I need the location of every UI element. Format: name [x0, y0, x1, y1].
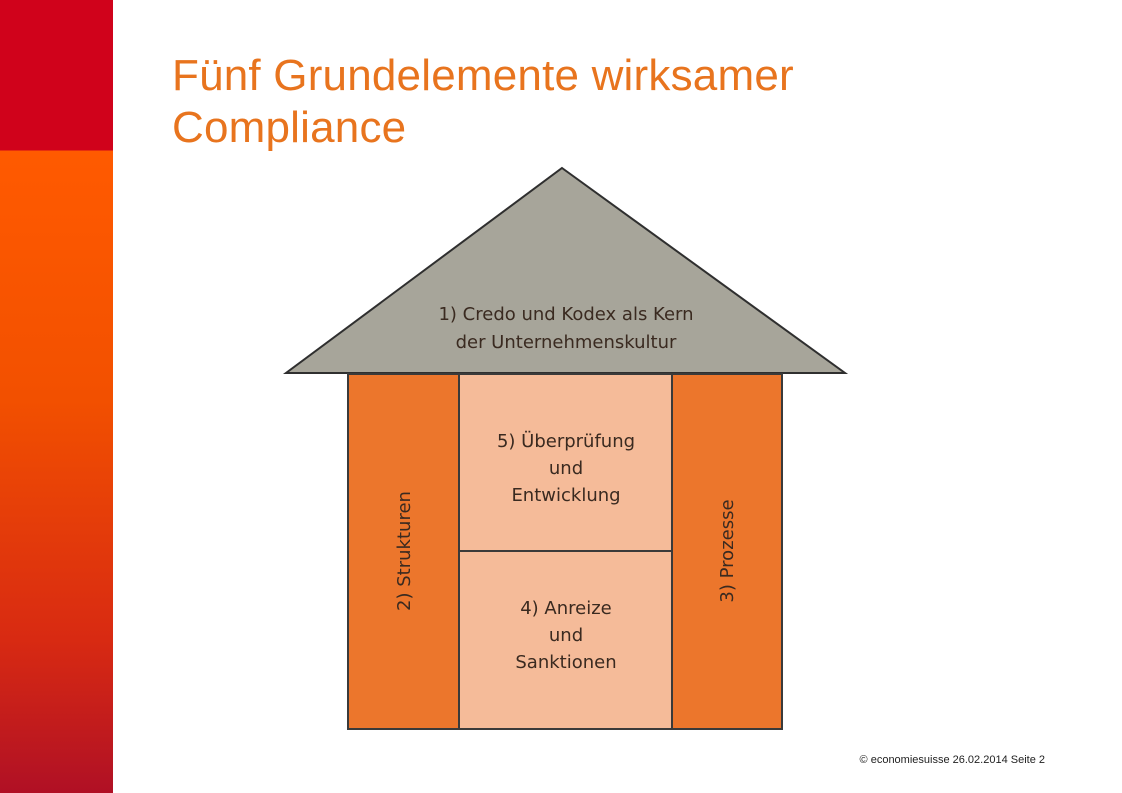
pillar-processes [671, 373, 783, 730]
roof-label-line-1: 1) Credo und Kodex als Kern [438, 304, 693, 325]
block-review-line-3: Entwicklung [511, 485, 620, 506]
block-incentives-line-2: und [549, 625, 583, 646]
slide-title-line-1: Fünf Grundelemente wirksamer [172, 51, 794, 100]
block-incentives-sanctions [458, 550, 673, 730]
pillar-structures [347, 373, 460, 730]
slide-footer: © economiesuisse 26.02.2014 Seite 2 [859, 754, 1045, 766]
pillar-processes-label: 3) Prozesse [717, 499, 738, 602]
brand-side-bar [0, 0, 113, 793]
slide-title: Fünf Grundelemente wirksamer Compliance [172, 50, 1052, 154]
block-incentives-line-1: 4) Anreize [520, 598, 612, 619]
block-incentives-line-3: Sanktionen [515, 652, 616, 673]
roof-label-line-2: der Unternehmenskultur [456, 332, 677, 353]
slide-title-line-2: Compliance [172, 103, 407, 152]
pillar-structures-label: 2) Strukturen [394, 491, 415, 611]
block-review-development [458, 373, 673, 552]
block-review-line-1: 5) Überprüfung [497, 430, 635, 452]
block-review-line-2: und [549, 458, 583, 479]
